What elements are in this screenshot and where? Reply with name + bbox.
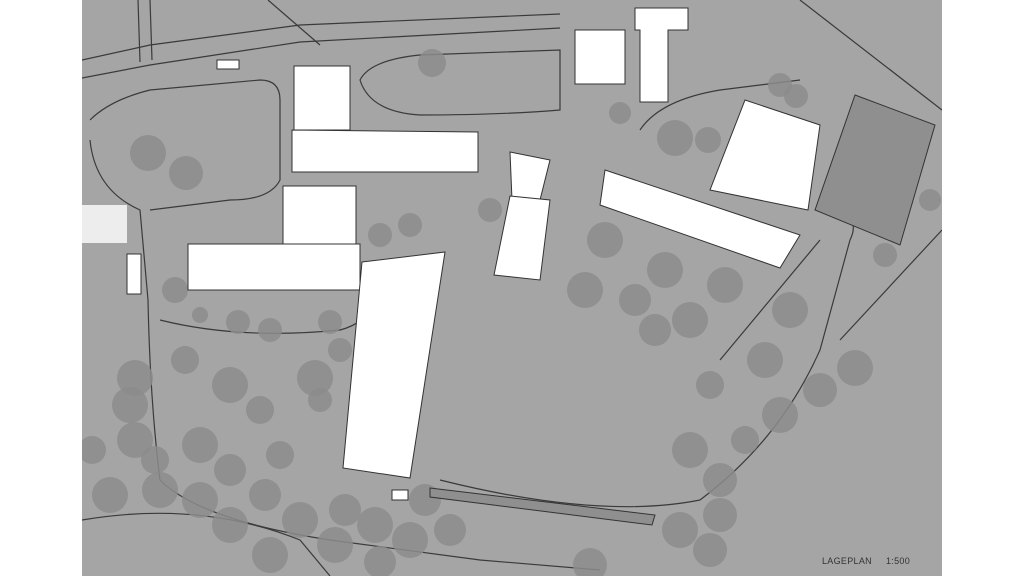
- site-plan-drawing: [82, 0, 942, 576]
- tree: [672, 432, 708, 468]
- tree: [731, 426, 759, 454]
- tree: [672, 302, 708, 338]
- tree: [182, 427, 218, 463]
- tree: [130, 135, 166, 171]
- roads: [82, 0, 942, 576]
- building: [634, 7, 689, 103]
- tree: [112, 387, 148, 423]
- tree: [357, 507, 393, 543]
- tree: [873, 243, 897, 267]
- tree: [434, 514, 466, 546]
- tree: [226, 310, 250, 334]
- tree: [837, 350, 873, 386]
- tree: [318, 310, 342, 334]
- tree: [258, 318, 282, 342]
- building: [293, 65, 351, 131]
- tree: [364, 546, 396, 576]
- road: [639, 0, 942, 361]
- tree: [317, 527, 353, 563]
- small-building: [126, 253, 142, 295]
- tree: [703, 498, 737, 532]
- building: [574, 29, 626, 85]
- tree: [308, 388, 332, 412]
- tree: [784, 84, 808, 108]
- sports-field: [814, 94, 936, 246]
- road: [89, 79, 281, 211]
- tree: [762, 397, 798, 433]
- tree: [639, 314, 671, 346]
- road: [137, 0, 321, 63]
- tree: [141, 446, 169, 474]
- tree: [707, 267, 743, 303]
- building: [709, 99, 821, 211]
- tree: [171, 346, 199, 374]
- tree: [328, 338, 352, 362]
- tree: [567, 272, 603, 308]
- tree: [182, 482, 218, 518]
- tree: [142, 472, 178, 508]
- tree: [117, 360, 153, 396]
- tree: [418, 49, 446, 77]
- tree: [252, 537, 288, 573]
- tree: [117, 422, 153, 458]
- tree: [398, 213, 422, 237]
- building: [509, 151, 551, 201]
- tree: [162, 277, 188, 303]
- tree: [657, 120, 693, 156]
- tree: [368, 223, 392, 247]
- building: [599, 169, 801, 269]
- trees: [82, 49, 941, 576]
- plan-scale: 1:500: [886, 556, 911, 566]
- tree: [803, 373, 837, 407]
- tree: [478, 198, 502, 222]
- tree: [695, 127, 721, 153]
- tree: [573, 548, 607, 576]
- small-building: [391, 489, 409, 501]
- building: [493, 195, 551, 281]
- tree: [662, 512, 698, 548]
- tree: [747, 342, 783, 378]
- tree: [214, 454, 246, 486]
- tree: [696, 371, 724, 399]
- building: [282, 185, 357, 247]
- tree: [772, 292, 808, 328]
- tree: [192, 307, 208, 323]
- road: [82, 27, 561, 79]
- tree: [92, 477, 128, 513]
- tree: [212, 507, 248, 543]
- buildings: [82, 7, 936, 526]
- tree: [249, 479, 281, 511]
- tree: [266, 441, 294, 469]
- road: [82, 13, 561, 61]
- small-building: [216, 59, 240, 70]
- building: [187, 243, 361, 291]
- tree: [246, 396, 274, 424]
- tree: [647, 252, 683, 288]
- tree: [212, 367, 248, 403]
- tree: [703, 463, 737, 497]
- road: [359, 49, 561, 116]
- tree: [619, 284, 651, 316]
- building: [342, 251, 446, 479]
- tree: [919, 189, 941, 211]
- tree: [282, 502, 318, 538]
- tree: [329, 494, 361, 526]
- tree: [392, 522, 428, 558]
- tree: [297, 360, 333, 396]
- crosswalk: [82, 205, 127, 243]
- tree: [169, 156, 203, 190]
- site-plan: [82, 0, 942, 576]
- plan-title: LAGEPLAN: [822, 556, 872, 566]
- tree: [587, 222, 623, 258]
- road: [439, 209, 854, 508]
- tree: [693, 533, 727, 567]
- tree: [609, 102, 631, 124]
- long-structure: [429, 487, 656, 526]
- building: [291, 129, 479, 173]
- tree: [82, 436, 106, 464]
